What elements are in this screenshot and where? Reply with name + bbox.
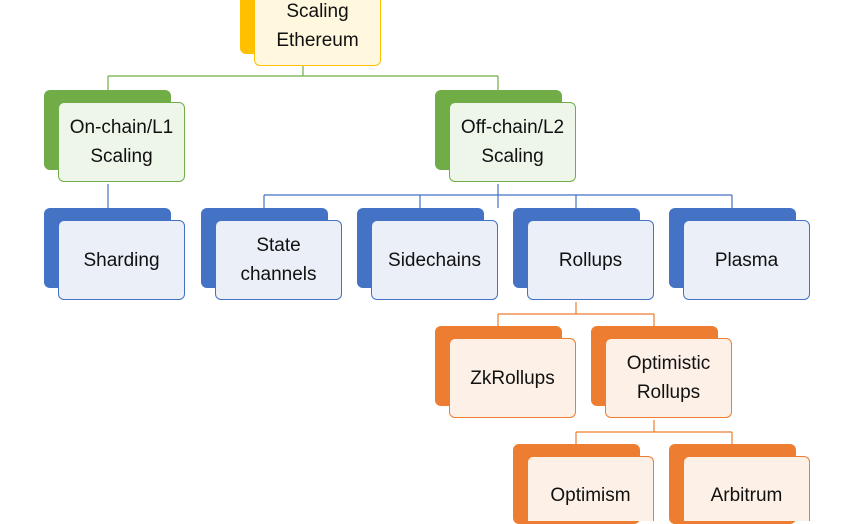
node-card: On-chain/L1 Scaling [58,102,185,182]
node-label: Scaling Ethereum [276,1,359,51]
node-label: State channels [240,235,317,285]
node-card: Optimistic Rollups [605,338,732,418]
node-card: Off-chain/L2 Scaling [449,102,576,182]
connector-l2-children [263,184,733,208]
node-label: Plasma [714,249,779,271]
node-label: Optimistic Rollups [626,353,711,403]
connector-root-children [107,66,499,90]
node-card: Plasma [683,220,810,300]
node-label: ZkRollups [470,367,555,389]
node-card: Scaling Ethereum [254,0,381,66]
node-card: Arbitrum [683,456,810,521]
node-card: Sharding [58,220,185,300]
node-label: On-chain/L1 Scaling [69,117,174,167]
node-card: Rollups [527,220,654,300]
node-card: State channels [215,220,342,300]
node-card: Sidechains [371,220,498,300]
node-label: Optimism [550,485,631,506]
node-label: Sharding [83,249,160,271]
node-card: ZkRollups [449,338,576,418]
hierarchy-diagram: Scaling Ethereum On-chain/L1 Scaling Off… [44,0,810,524]
node-card: Optimism [527,456,654,521]
node-label: Off-chain/L2 Scaling [460,117,565,167]
connector-rollups-children [497,302,655,326]
node-label: Sidechains [388,249,481,271]
node-label: Arbitrum [710,485,783,506]
node-label: Rollups [558,249,623,271]
connector-optimistic-children [575,420,733,444]
connector-lines [107,66,733,444]
